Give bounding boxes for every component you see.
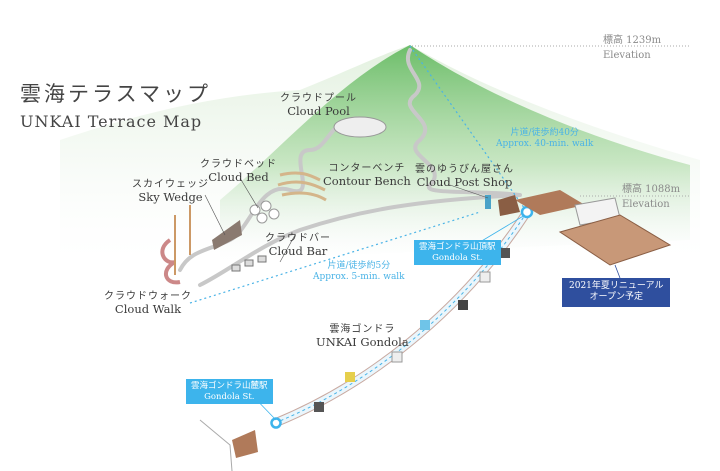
base-station-building <box>199 419 258 471</box>
cloud-walk <box>160 205 191 285</box>
gondola-cars <box>314 248 510 412</box>
contour-bench <box>277 171 327 202</box>
terrace-buildings <box>498 190 672 266</box>
renewal-notice: 2021年夏リニューアルオープン予定 <box>562 278 671 307</box>
sky-wedge <box>212 220 242 250</box>
cloud-bar <box>231 255 267 272</box>
base-station-marker <box>270 417 282 429</box>
leader-lines <box>204 177 489 263</box>
cloud-pool <box>333 116 387 138</box>
walk-route-40 <box>409 45 528 213</box>
map-title: 雲海テラスマップ UNKAI Terrace Map <box>20 82 211 131</box>
cloud-bed <box>249 200 280 224</box>
walk-route-5 <box>189 211 481 304</box>
post-box <box>485 195 491 209</box>
